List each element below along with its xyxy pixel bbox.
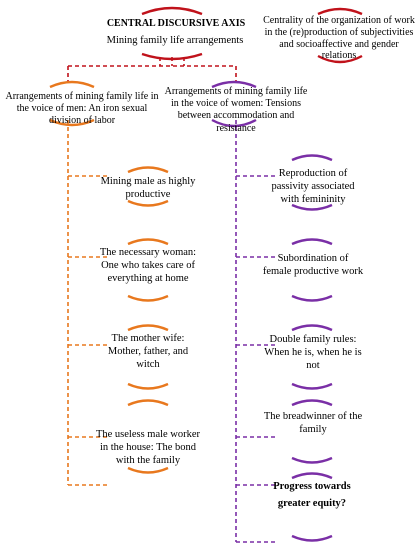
men-item-2: The necessary woman: One who takes care …	[99, 247, 197, 284]
note-arc-top	[317, 7, 363, 16]
women-item2-arc-top	[291, 238, 333, 246]
women-item-2: Subordination of female productive work	[262, 253, 364, 277]
men-item4-arc-bottom	[127, 466, 169, 474]
central-connector	[67, 57, 237, 82]
men-item2-arc-bottom	[127, 294, 169, 302]
men-item3-arc-top	[127, 324, 169, 332]
women-item-3: Double family rules: When he is, when he…	[264, 334, 362, 371]
men-item-4: The useless male worker in the house: Th…	[95, 429, 201, 466]
men-spine	[67, 120, 110, 486]
men-item4-arc-top	[127, 399, 169, 407]
women-final-arc-top	[291, 472, 333, 480]
women-item4-arc-top	[291, 399, 333, 407]
women-final: Progress towards greater equity?	[273, 481, 351, 510]
women-item-4: The breadwinner of the family	[263, 411, 363, 435]
central-subtitle: Mining family life arrangements	[106, 35, 244, 46]
men-item2-arc-top	[127, 238, 169, 246]
men-item3-arc-bottom	[127, 382, 169, 390]
men-heading-arc-bottom	[49, 118, 95, 127]
women-item1-arc-top	[291, 154, 333, 162]
women-item-1: Reproduction of passivity associated wit…	[271, 168, 355, 205]
women-item2-arc-bottom	[291, 294, 333, 302]
men-item1-arc-bottom	[127, 199, 169, 207]
women-heading: Arrangements of mining family life in th…	[164, 86, 308, 134]
women-item1-arc-bottom	[291, 203, 333, 211]
women-spine	[235, 120, 276, 543]
central-arc-top	[141, 6, 203, 16]
women-final-arc-bottom	[291, 534, 333, 542]
men-item-1: Mining male as highly productive	[100, 176, 196, 200]
note-text: Centrality of the organization of work i…	[263, 15, 415, 62]
men-heading-arc-top	[49, 80, 95, 89]
central-arc-bottom	[141, 52, 203, 61]
men-item1-arc-top	[127, 166, 169, 174]
men-heading: Arrangements of mining family life in th…	[5, 91, 159, 127]
women-item3-arc-bottom	[291, 382, 333, 390]
central-title: CENTRAL DISCURSIVE AXIS	[106, 18, 246, 29]
women-heading-arc-top	[211, 80, 257, 89]
note-arc-bottom	[317, 54, 363, 64]
women-item4-arc-bottom	[291, 456, 333, 464]
women-item3-arc-top	[291, 324, 333, 332]
men-item-3: The mother wife: Mother, father, and wit…	[107, 333, 189, 370]
women-heading-arc-bottom	[211, 118, 257, 128]
